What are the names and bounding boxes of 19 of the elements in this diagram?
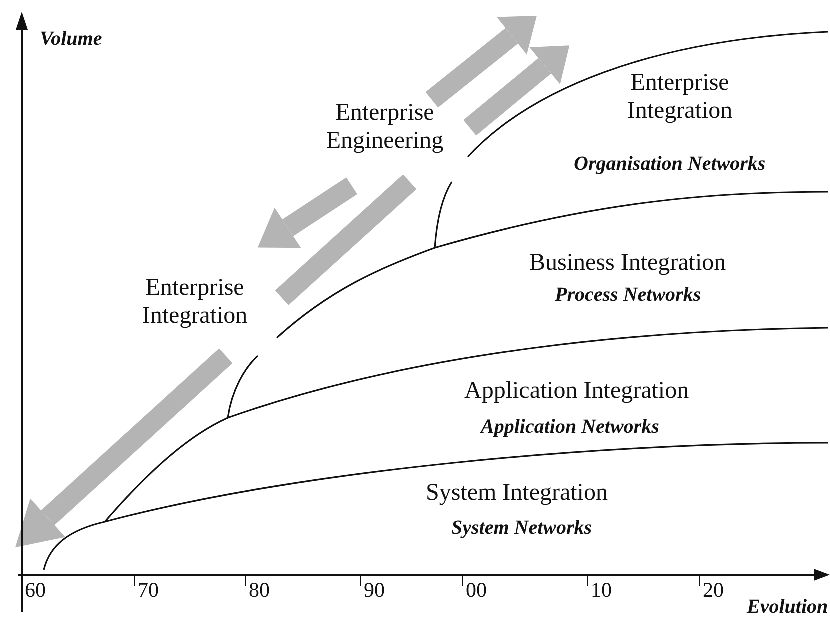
axis-label: Volume — [40, 28, 102, 51]
network-label: Organisation Networks — [574, 153, 766, 176]
tick-label: 60 — [25, 578, 46, 602]
integration-label: System Integration — [426, 480, 608, 508]
network-label: Application Networks — [481, 416, 660, 439]
axis-label: Evolution — [747, 596, 828, 619]
tick-label: 70 — [138, 578, 159, 602]
tick-label: 00 — [466, 578, 487, 602]
integration-label: Application Integration — [464, 378, 690, 406]
phase-label: Enterprise Integration — [141, 275, 249, 330]
phase-label: Enterprise Engineering — [325, 100, 445, 156]
integration-label: Business Integration — [530, 250, 726, 278]
network-label: System Networks — [452, 517, 592, 540]
tick-label: 20 — [703, 578, 724, 602]
tick-label: 80 — [249, 578, 270, 602]
network-label: Process Networks — [555, 284, 702, 307]
tick-label: 10 — [591, 578, 612, 602]
tick-label: 90 — [364, 578, 385, 602]
phase-label: Enterprise Integration — [626, 70, 734, 126]
